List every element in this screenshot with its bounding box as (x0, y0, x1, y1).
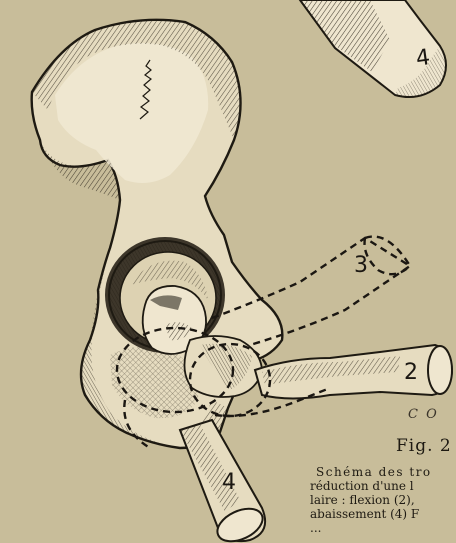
position-label-2: 2 (404, 360, 418, 385)
legend-line: réduction d'une l (310, 479, 432, 493)
position-label-3: 3 (354, 253, 368, 278)
legend-line: Schéma des tro (310, 465, 432, 479)
femur-shaft-2 (255, 345, 452, 399)
artist-signature: C O (408, 407, 439, 422)
figure-legend: Schéma des tro réduction d'une l laire :… (310, 465, 432, 535)
legend-line: abaissement (4) F (310, 507, 432, 521)
position-label-4-bottom: 4 (222, 470, 236, 495)
figure-caption: Fig. 2 (396, 436, 452, 456)
legend-line: ... (310, 521, 432, 535)
legend-line: laire : flexion (2), (310, 493, 432, 507)
